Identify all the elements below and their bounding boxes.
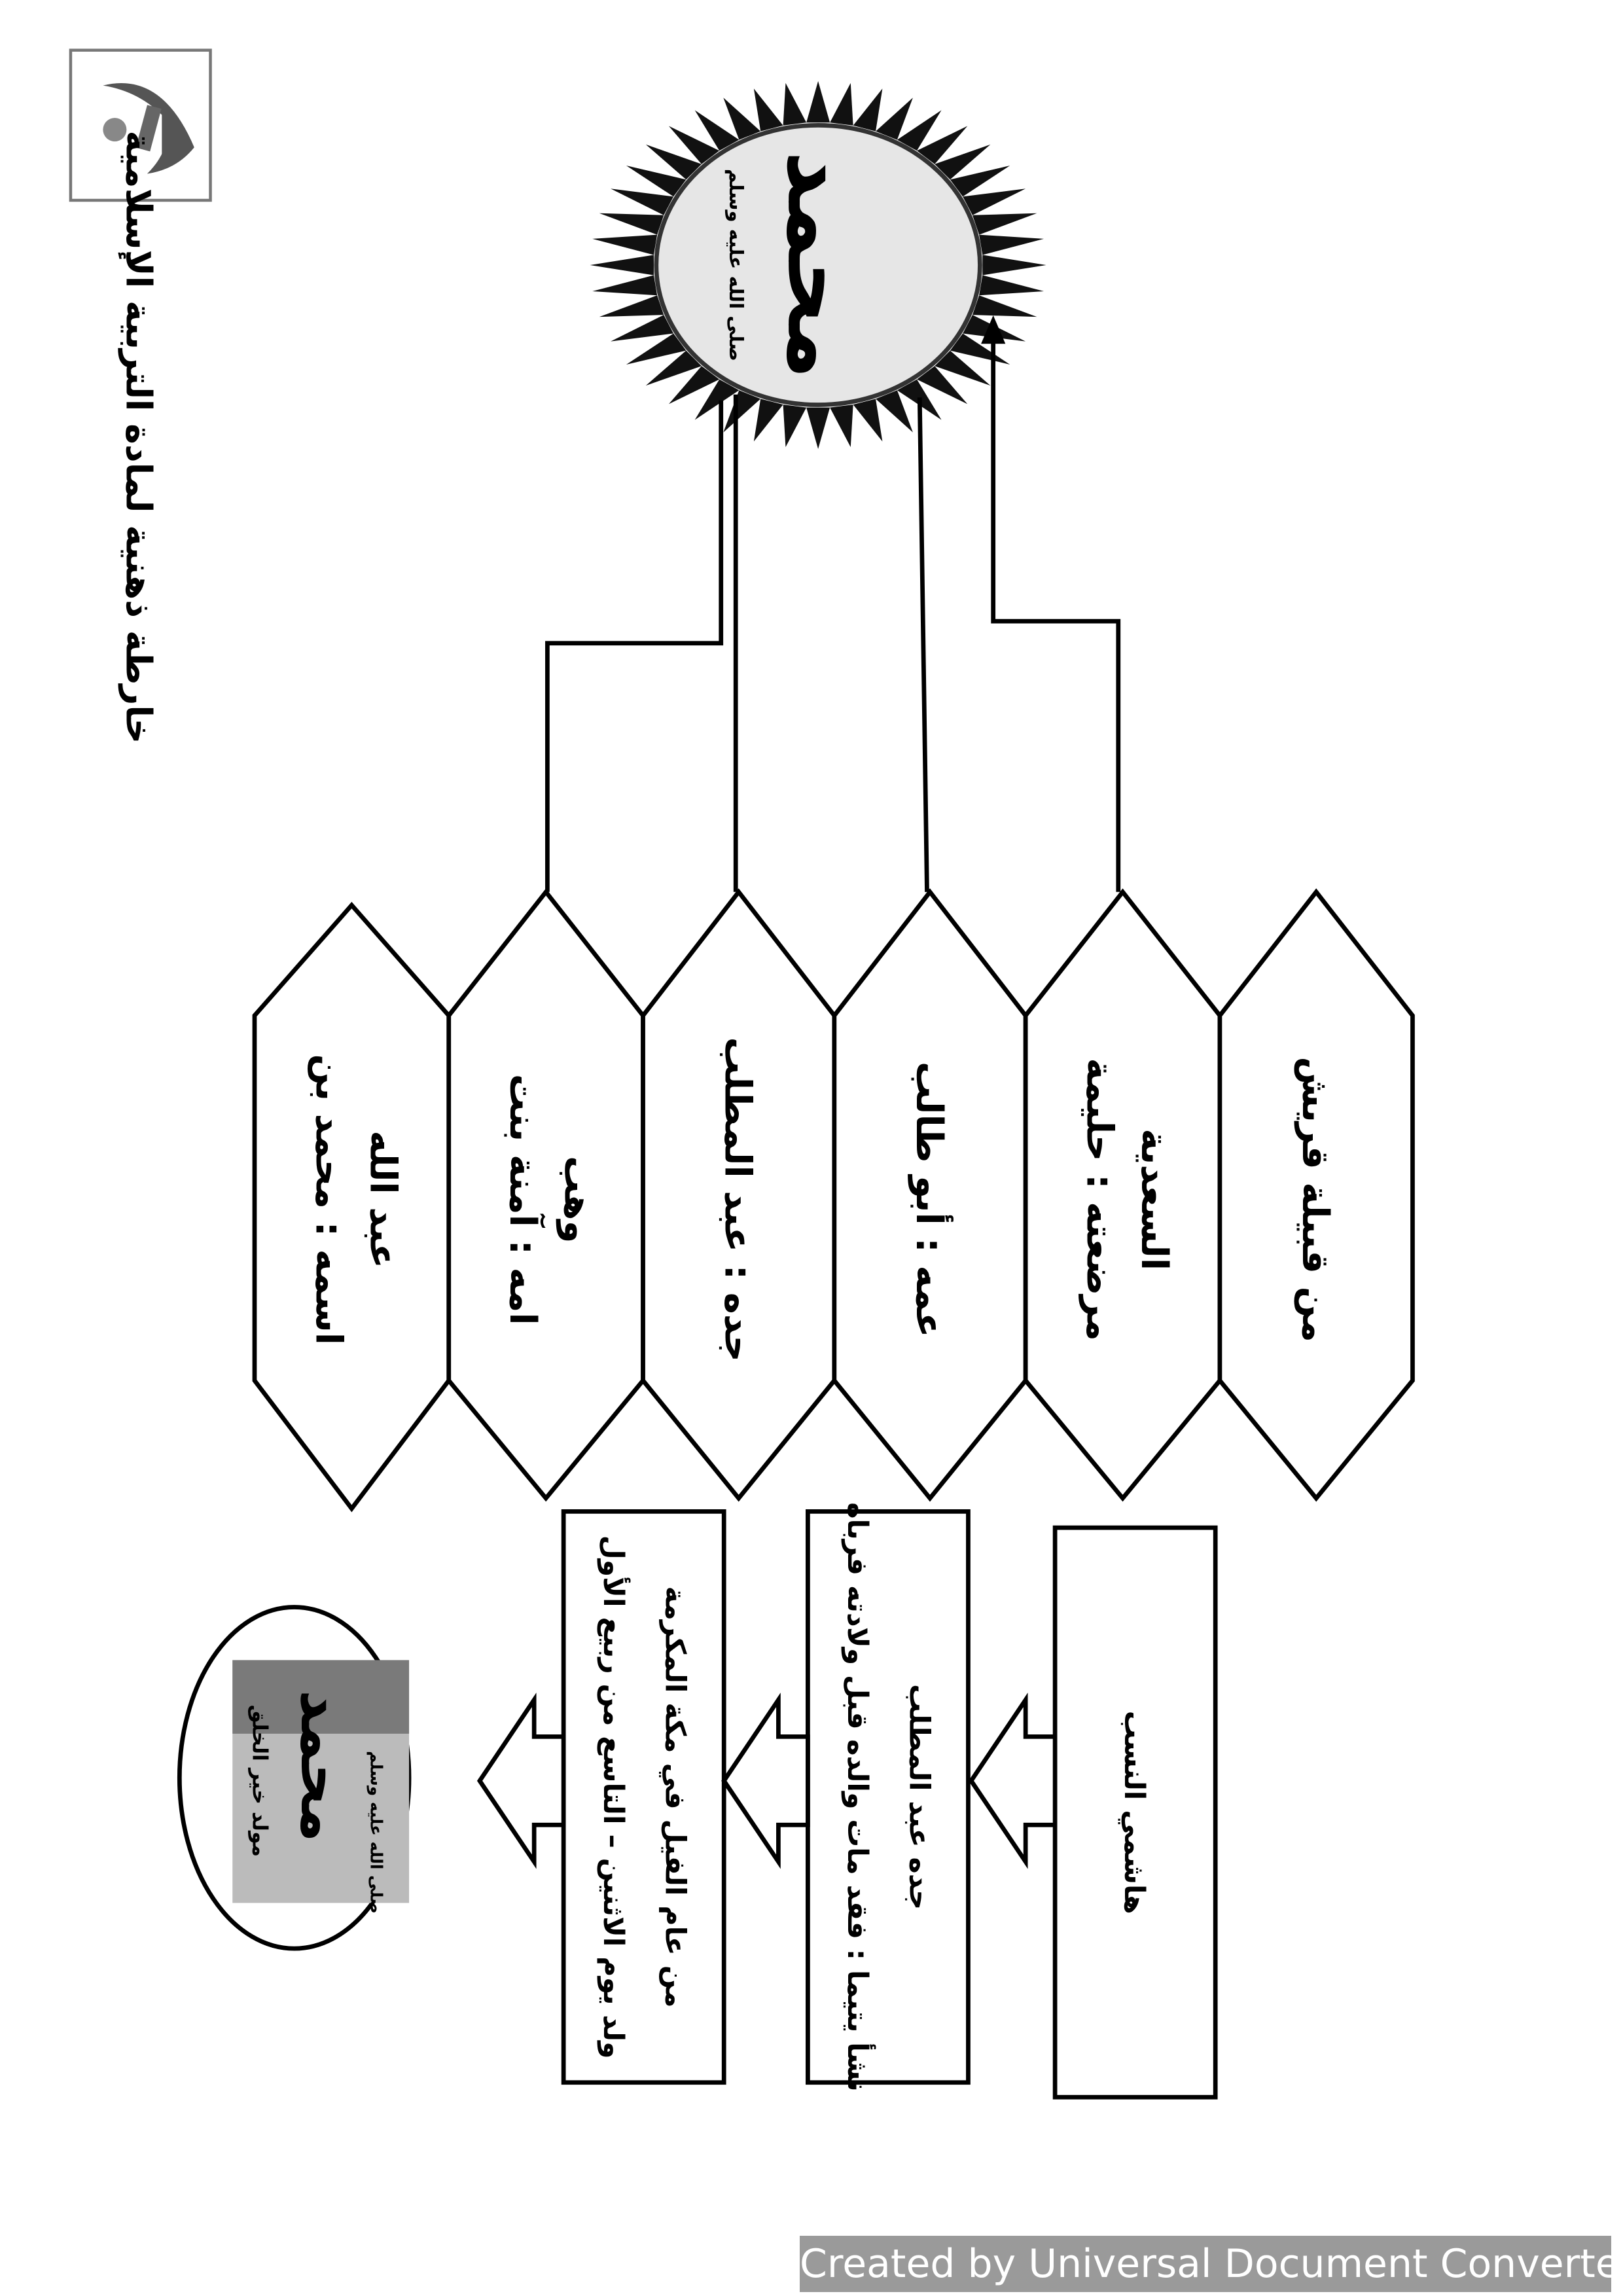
- hexagon-line1: من قبيلة قريش: [1294, 1056, 1336, 1342]
- birth-image: مولد خير الخلق محمد صلى الله عليه وسلم: [177, 1605, 412, 1951]
- spike: [626, 165, 687, 197]
- spike: [611, 188, 674, 215]
- converter-watermark: Created by Universal Document Converter: [800, 2236, 1623, 2292]
- medallion-emblem: محمد صلى الله عليه وسلم: [590, 81, 1046, 450]
- spike: [982, 255, 1046, 276]
- spike: [853, 399, 883, 442]
- hexagon-node: اسمه : محمد بن عبد الله: [252, 901, 452, 1513]
- spike: [950, 165, 1010, 197]
- spike: [599, 213, 664, 235]
- spike: [611, 315, 674, 342]
- spike: [935, 144, 991, 180]
- spike: [979, 275, 1044, 296]
- connector-lines: [545, 315, 1121, 892]
- hexagon-line2: عبد الله: [362, 1130, 404, 1268]
- spike: [916, 366, 968, 404]
- spike: [916, 126, 968, 164]
- birth-image-name: محمد: [287, 1690, 355, 1842]
- spike: [645, 144, 702, 180]
- spike: [645, 350, 702, 386]
- spike: [972, 295, 1037, 317]
- page-title: خارطة ذهنية لمادة التربية الإسلامية: [118, 130, 159, 744]
- spike: [783, 82, 807, 126]
- spike: [963, 188, 1026, 215]
- spike: [935, 350, 991, 386]
- spike: [590, 255, 654, 276]
- spike: [806, 81, 830, 123]
- arrow-head: [981, 315, 1006, 344]
- sunburst-spikes: [590, 81, 1046, 450]
- spike: [723, 98, 761, 140]
- arrow-left-icon: [476, 1693, 566, 1869]
- info-box-line2: جده عبد المطلب: [903, 1684, 936, 1910]
- spike: [626, 333, 687, 365]
- spike: [853, 88, 883, 132]
- spike: [592, 234, 658, 255]
- spike: [783, 404, 807, 448]
- medallion-calligraphy: محمد: [768, 151, 870, 379]
- spike: [830, 404, 853, 448]
- hexagon-line2: وهب: [556, 1156, 598, 1243]
- spike: [694, 379, 740, 420]
- hexagon-line2: السعدية: [1133, 1128, 1175, 1270]
- hexagon-line1: جده : عبد المطلب: [716, 1037, 758, 1362]
- spike: [806, 407, 830, 450]
- spike: [830, 82, 853, 126]
- info-box: هاشمي النسب: [968, 1525, 1218, 2100]
- spike: [897, 110, 942, 151]
- connector-uncle: [917, 397, 929, 892]
- connector-mother: [545, 400, 724, 892]
- info-box: ولد يوم الاثنين – التاسع من ربيع الأول من…: [476, 1509, 726, 2085]
- info-box-line1: ولد يوم الاثنين – التاسع من ربيع الأول: [597, 1535, 631, 2059]
- spike: [753, 399, 783, 442]
- info-box-line1: نشأ يتيما : فقد مات والده قبل ولادته فرب…: [841, 1502, 876, 2091]
- spike: [592, 275, 658, 296]
- birth-image-caption: مولد خير الخلق: [248, 1704, 272, 1857]
- medallion-blessing: صلى الله عليه وسلم: [725, 169, 747, 361]
- hexagon-line1: اسمه : محمد بن: [307, 1054, 349, 1345]
- spike: [694, 110, 740, 151]
- hexagon-node: جده : عبد المطلب: [641, 888, 837, 1502]
- arrow-left-icon: [968, 1693, 1058, 1869]
- spike: [972, 213, 1037, 235]
- hexagon-node: مرضعته : حليمة السعدية: [1023, 888, 1222, 1502]
- spike: [723, 390, 761, 433]
- spike: [876, 390, 913, 433]
- hexagon-line1: عمه : أبو طالب: [908, 1062, 954, 1338]
- spike: [979, 234, 1044, 255]
- info-box-line1: هاشمي النسب: [1118, 1711, 1150, 1914]
- school-logo: [69, 48, 212, 202]
- arrow-left-icon: [721, 1693, 810, 1869]
- info-box-line2: من عام الفيل في مكة المكرمة: [658, 1587, 691, 2008]
- spike: [599, 295, 664, 317]
- hexagon-node: عمه : أبو طالب: [832, 888, 1028, 1502]
- info-box: نشأ يتيما : فقد مات والده قبل ولادته فرب…: [721, 1502, 971, 2092]
- connector-nurse: [991, 332, 1121, 892]
- hexagon-line1: امه : آمنة بنت: [501, 1074, 546, 1325]
- birth-image-blessing: صلى الله عليه وسلم: [366, 1751, 386, 1914]
- spike: [668, 126, 720, 164]
- hexagon-node: من قبيلة قريش: [1217, 888, 1415, 1502]
- hexagon-line1: مرضعته : حليمة: [1079, 1058, 1121, 1341]
- spike: [876, 98, 913, 140]
- spike: [668, 366, 720, 404]
- spike: [753, 88, 783, 132]
